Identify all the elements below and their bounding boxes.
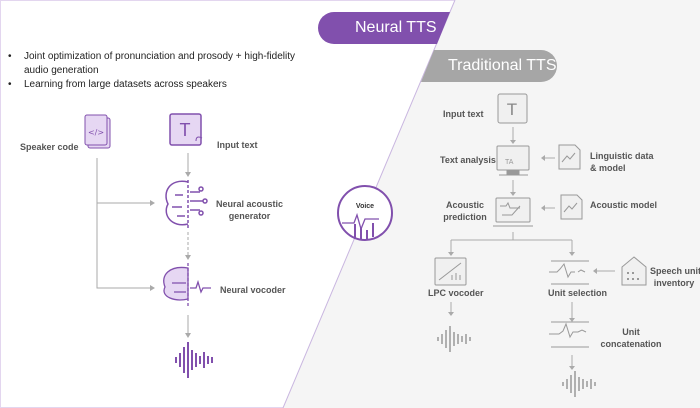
concat-waveform-icon: [562, 371, 596, 397]
voice-icon: [337, 185, 393, 241]
unit-selection-icon: [549, 260, 589, 285]
svg-text:T: T: [507, 100, 517, 119]
text-analysis-icon: TA: [496, 145, 530, 176]
traditional-connectors: [450, 127, 615, 366]
neural-tts-title: Neural TTS: [355, 19, 437, 36]
lpc-waveform-icon: [437, 326, 471, 352]
trad-input-text-label: Input text: [443, 109, 484, 119]
neural-waveform-icon: [175, 342, 213, 378]
acoustic-model-icon: [560, 194, 583, 220]
brain-icon: [165, 180, 208, 228]
neural-tts-pill: [318, 12, 450, 44]
acoustic-model-label: Acoustic model: [590, 200, 658, 210]
lpc-vocoder-label: LPC vocoder: [428, 288, 484, 298]
speech-inventory-icon: [621, 256, 647, 286]
svg-text:TA: TA: [505, 159, 514, 166]
neural-vocoder-label: Neural vocoder: [220, 285, 286, 295]
traditional-tts-pill: [421, 50, 557, 82]
svg-text:</>: </>: [88, 128, 104, 137]
traditional-background: [283, 0, 700, 408]
unit-selection-label: Unit selection: [548, 288, 608, 298]
neural-input-text-label: Input text: [217, 140, 258, 150]
linguistic-data-icon: [558, 144, 581, 170]
acoustic-prediction-icon: [493, 197, 533, 227]
neural-connectors: [96, 153, 189, 333]
code-file-icon: </>: [84, 114, 111, 149]
traditional-tts-title: Traditional TTS: [448, 57, 557, 74]
neural-vocoder-icon: [163, 263, 211, 308]
text-analysis-label: Text analysis: [440, 155, 496, 165]
svg-text:T: T: [180, 120, 191, 140]
input-text-icon: T: [169, 113, 203, 146]
linguistic-data-label: Linguistic data& model: [590, 151, 654, 173]
unit-concatenation-icon: [549, 321, 589, 348]
speaker-code-label: Speaker code: [20, 142, 79, 152]
lpc-vocoder-icon: [434, 257, 467, 286]
voice-label: Voice: [355, 203, 375, 210]
trad-input-text-icon: T: [497, 93, 528, 124]
